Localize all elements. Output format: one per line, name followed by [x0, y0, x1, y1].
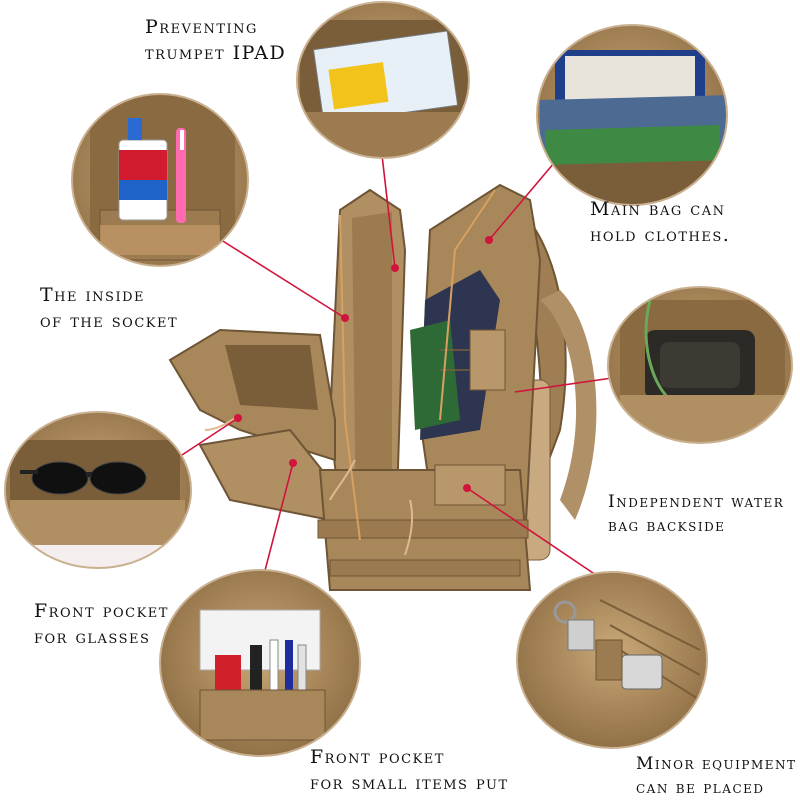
- label-ipad-line2: trumpet IPAD: [145, 42, 287, 64]
- label-glasses: Front pocket for glasses: [34, 598, 169, 650]
- label-minor: Minor equipment can be placed: [636, 752, 797, 800]
- leader-lines: [181, 149, 613, 583]
- label-small-items-line2: for small items put: [310, 772, 509, 794]
- label-small-items: Front pocket for small items put: [310, 744, 509, 796]
- socket-detail-circle: [71, 93, 249, 267]
- minor-equipment-detail-circle: [516, 571, 708, 749]
- label-socket-line1: The inside: [40, 284, 146, 306]
- small-items-detail-circle: [159, 569, 361, 757]
- label-ipad: Preventing trumpet IPAD: [145, 14, 286, 66]
- label-socket-line2: of the socket: [40, 310, 179, 332]
- label-glasses-line2: for glasses: [34, 626, 151, 648]
- label-minor-line1: Minor equipment: [636, 754, 797, 774]
- sunglasses-icon: [20, 461, 147, 495]
- label-glasses-line1: Front pocket: [34, 600, 169, 622]
- label-clothes: Main bag can hold clothes.: [590, 196, 730, 248]
- toothpaste-icon: [118, 118, 168, 221]
- label-water: Independent water bag backside: [608, 490, 784, 538]
- water-bladder-icon: [644, 299, 755, 402]
- clothes-detail-circle: [536, 24, 728, 206]
- water-detail-circle: [607, 286, 793, 444]
- glasses-detail-circle: [4, 411, 192, 569]
- leader-dots: [234, 236, 493, 492]
- label-minor-line2: can be placed: [636, 778, 765, 798]
- label-socket: The inside of the socket: [40, 282, 178, 334]
- ipad-detail-circle: [296, 1, 470, 159]
- label-ipad-line1: Preventing: [145, 16, 258, 38]
- label-clothes-line2: hold clothes.: [590, 224, 731, 246]
- label-small-items-line1: Front pocket: [310, 746, 445, 768]
- label-clothes-line1: Main bag can: [590, 198, 726, 220]
- keychain-icon: [553, 600, 663, 690]
- label-water-line2: bag backside: [608, 516, 726, 536]
- pens-icon: [215, 639, 307, 696]
- toothbrush-icon: [176, 128, 186, 223]
- label-water-line1: Independent water: [608, 492, 785, 512]
- tablet-icon: [312, 30, 459, 125]
- backpack-body: [168, 183, 597, 591]
